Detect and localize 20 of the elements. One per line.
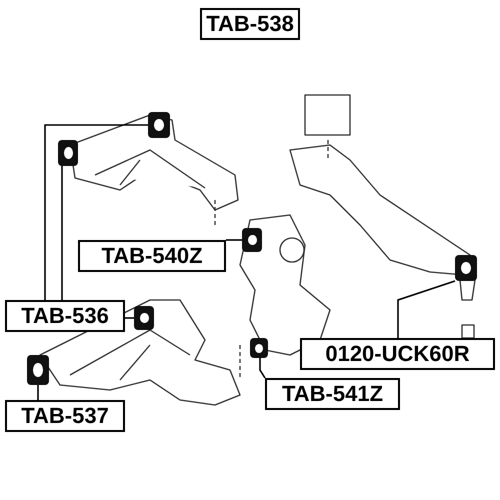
bushing-icon bbox=[242, 228, 262, 252]
bushing-icon bbox=[455, 255, 477, 281]
bushing-icon bbox=[134, 306, 154, 330]
leader-line bbox=[44, 124, 148, 300]
bushing-icon bbox=[148, 112, 170, 138]
leader-line bbox=[37, 384, 39, 400]
leader-line bbox=[61, 164, 63, 300]
leader-line bbox=[226, 239, 242, 241]
part-number-label: TAB-536 bbox=[5, 300, 125, 332]
part-number-label: TAB-541Z bbox=[265, 378, 400, 410]
leader-line bbox=[125, 317, 134, 319]
bushing-icon bbox=[27, 355, 49, 385]
leader-line bbox=[259, 358, 266, 378]
leader-line bbox=[397, 280, 456, 338]
part-number-label: TAB-540Z bbox=[78, 240, 226, 272]
part-number-label: TAB-537 bbox=[5, 400, 125, 432]
bushing-icon bbox=[58, 140, 78, 166]
part-number-label: TAB-538 bbox=[200, 8, 300, 40]
part-number-label: 0120-UCK60R bbox=[300, 338, 495, 370]
bushing-icon bbox=[250, 338, 268, 358]
